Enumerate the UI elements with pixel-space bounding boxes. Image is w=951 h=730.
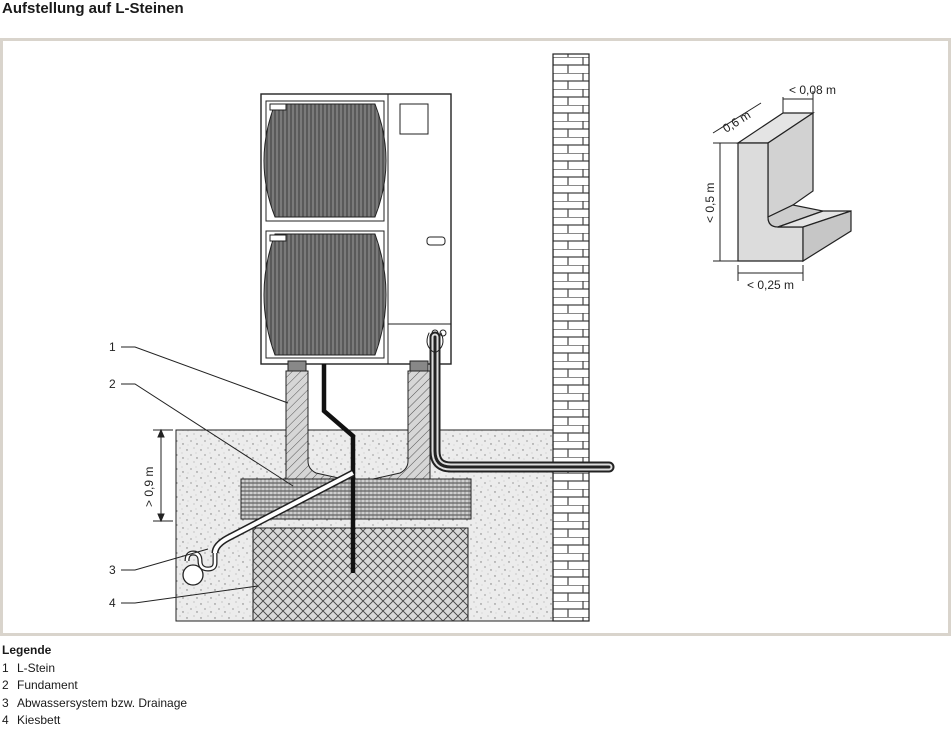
condensate-drain xyxy=(321,364,356,573)
callout-4: 4 xyxy=(109,596,116,610)
legend-num: 2 xyxy=(2,678,9,692)
callout-3: 3 xyxy=(109,563,116,577)
depth-dimension xyxy=(153,428,173,523)
detail-width-label: 0,6 m xyxy=(720,108,753,136)
callout-2: 2 xyxy=(109,377,116,391)
legend-label: Fundament xyxy=(17,678,78,692)
callout-leaders xyxy=(121,346,294,604)
legend-item: 2 Fundament xyxy=(2,677,187,695)
l-stone-detail xyxy=(736,111,852,263)
installation-diagram: > 0,9 m 1 2 3 4 < 0,5 m < 0,25 m < 0,08 … xyxy=(109,53,852,622)
heat-pump-unit xyxy=(260,93,452,372)
detail-thickness-label: < 0,08 m xyxy=(789,83,836,97)
legend-num: 3 xyxy=(2,695,9,710)
l-stone-left xyxy=(285,370,344,480)
depth-label: > 0,9 m xyxy=(142,467,156,507)
diagram-frame: > 0,9 m 1 2 3 4 < 0,5 m < 0,25 m < 0,08 … xyxy=(0,38,951,636)
legend: Legende 1 L-Stein 2 Fundament 3 Abwassersys… xyxy=(2,642,187,730)
legend-num: 4 xyxy=(2,713,9,727)
refrigerant-lines xyxy=(426,331,615,473)
legend-label: Abwassersystem bzw. Drainage xyxy=(17,695,188,710)
page-title: Aufstellung auf L-Steinen xyxy=(2,0,184,17)
callout-1: 1 xyxy=(109,340,116,354)
detail-foot-label: < 0,25 m xyxy=(747,278,794,292)
legend-item: 1 L-Stein xyxy=(2,660,187,678)
legend-label: Kiesbett xyxy=(17,713,61,727)
legend-heading: Legende xyxy=(2,643,52,657)
legend-item: 3 Abwassersystem bzw. Drainage xyxy=(2,695,187,713)
legend-num: 1 xyxy=(2,660,9,675)
detail-height-label: < 0,5 m xyxy=(703,183,717,223)
detail-dimensions xyxy=(712,91,814,281)
brick-wall xyxy=(552,53,590,622)
legend-label: L-Stein xyxy=(17,660,56,675)
l-stone-right xyxy=(372,370,431,480)
legend-item: 4 Kiesbett xyxy=(2,712,187,730)
gravel-bed xyxy=(252,527,469,622)
